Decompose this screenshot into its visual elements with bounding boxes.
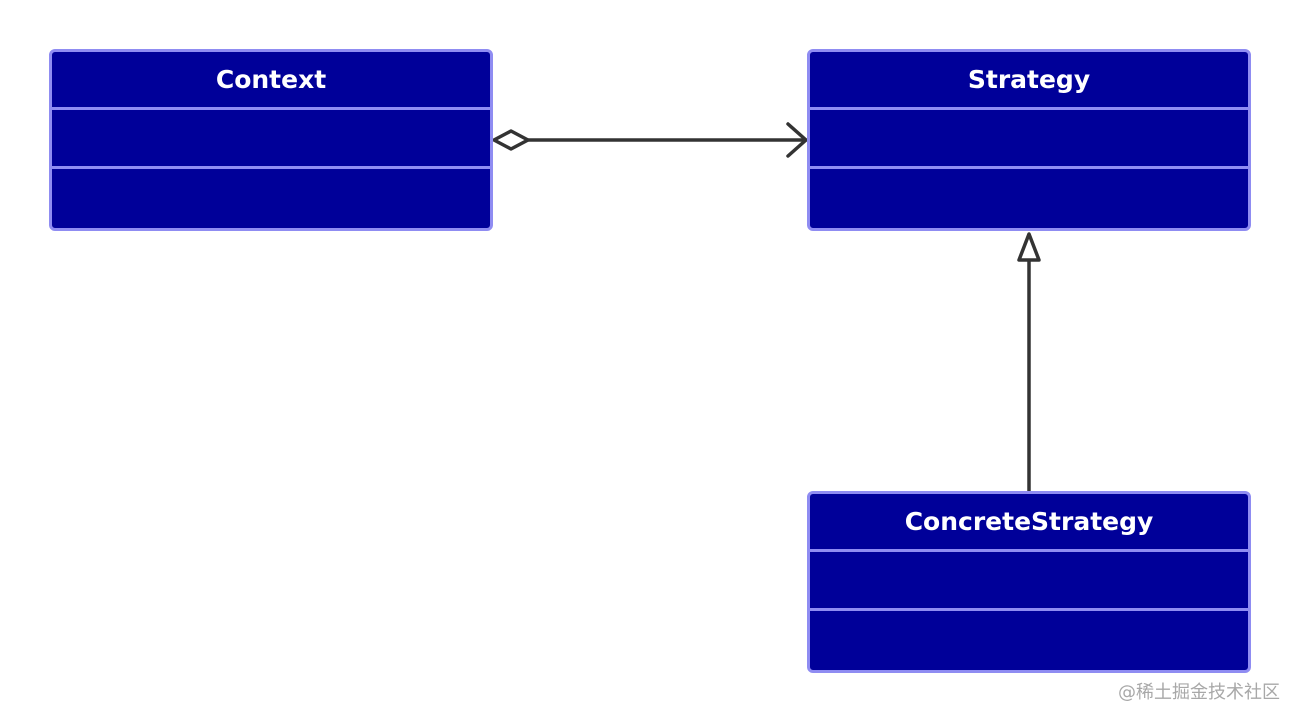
aggregation-diamond [492, 129, 530, 151]
class-strategy[interactable]: Strategy [807, 49, 1251, 231]
attributes-section [52, 110, 490, 169]
class-context[interactable]: Context [49, 49, 493, 231]
generalization-triangle [1017, 232, 1041, 262]
class-concrete-strategy[interactable]: ConcreteStrategy [807, 491, 1251, 673]
class-name: Strategy [810, 52, 1248, 110]
class-name: ConcreteStrategy [810, 494, 1248, 552]
class-name: Context [52, 52, 490, 110]
attributes-section [810, 110, 1248, 169]
watermark: @稀土掘金技术社区 [1118, 682, 1280, 703]
aggregation-connector[interactable] [492, 122, 808, 158]
operations-section [810, 169, 1248, 228]
operations-section [810, 611, 1248, 670]
operations-section [52, 169, 490, 228]
association-arrowhead [786, 122, 808, 158]
attributes-section [810, 552, 1248, 611]
generalization-connector[interactable] [1017, 232, 1041, 494]
